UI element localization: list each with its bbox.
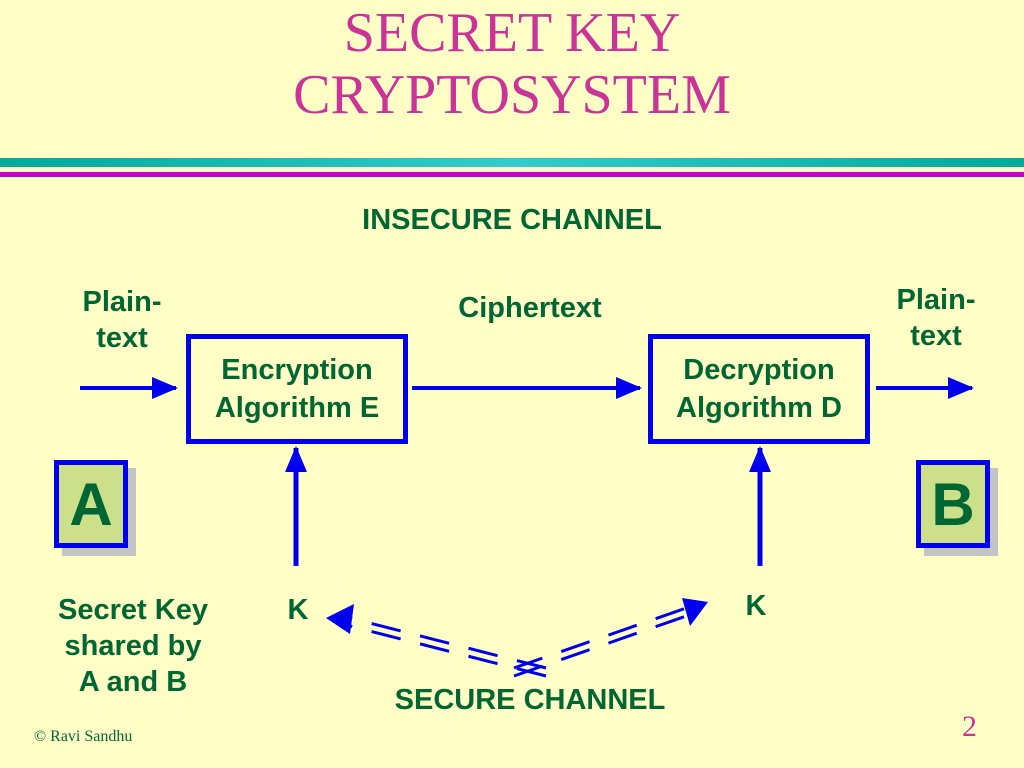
- plaintext-right-line1: Plain-: [896, 284, 976, 316]
- plaintext-right-line2: text: [910, 320, 962, 352]
- plaintext-right-label: Plain- text: [876, 282, 996, 354]
- shared-key-note: Secret Key shared by A and B: [28, 592, 238, 700]
- secure-channel-arrow-left: [341, 614, 547, 678]
- plaintext-left-label: Plain- text: [62, 284, 182, 356]
- party-b-box: B: [916, 460, 990, 548]
- ciphertext-label: Ciphertext: [458, 292, 602, 324]
- footer-copyright: © Ravi Sandhu: [34, 728, 133, 745]
- title-line-2: CRYPTOSYSTEM: [293, 64, 731, 126]
- shared-key-line3: A and B: [78, 666, 188, 698]
- title-rule-teal: [0, 158, 1024, 167]
- encryption-algorithm-box: Encryption Algorithm E: [186, 334, 408, 444]
- secure-channel-label: SECURE CHANNEL: [394, 684, 666, 716]
- title-rule-magenta: [0, 172, 1024, 177]
- plaintext-left-line1: Plain-: [82, 286, 162, 318]
- key-left-label: K: [287, 594, 309, 626]
- plaintext-left-line2: text: [96, 322, 148, 354]
- shared-key-line2: shared by: [64, 630, 202, 662]
- decryption-algorithm-box: Decryption Algorithm D: [648, 334, 870, 444]
- secure-channel-arrowhead-right: [682, 598, 708, 626]
- secure-channel-arrowhead-left: [326, 604, 354, 634]
- party-a-box: A: [54, 460, 128, 548]
- page-number: 2: [962, 710, 977, 743]
- title-line-1: SECRET KEY: [343, 2, 681, 64]
- encryption-line2: Algorithm E: [214, 392, 380, 424]
- encryption-line1: Encryption: [221, 354, 373, 386]
- key-right-label: K: [745, 590, 767, 622]
- slide-title: SECRET KEY CRYPTOSYSTEM: [0, 2, 1024, 126]
- insecure-channel-label: INSECURE CHANNEL: [362, 204, 662, 236]
- decryption-line2: Algorithm D: [676, 392, 842, 424]
- shared-key-line1: Secret Key: [58, 594, 208, 626]
- secure-channel-arrow-right: [513, 604, 693, 678]
- decryption-line1: Decryption: [683, 354, 835, 386]
